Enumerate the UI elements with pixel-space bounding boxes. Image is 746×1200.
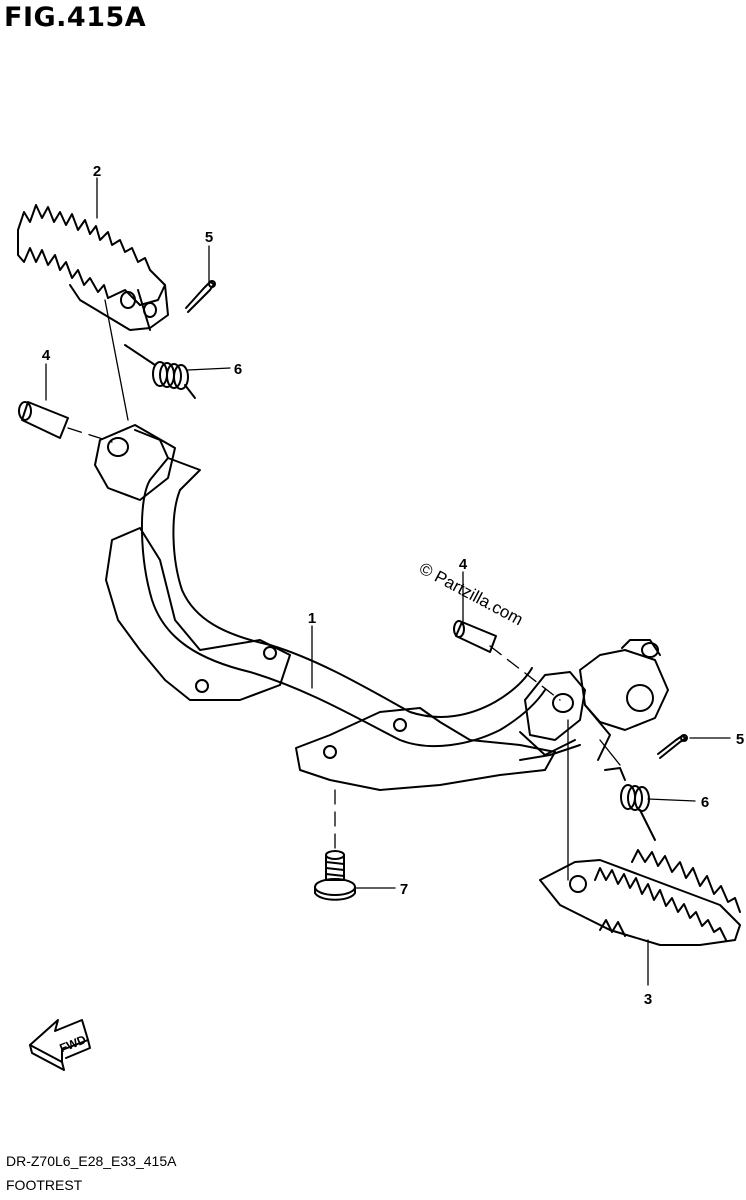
callout-part-5-left: 5: [205, 229, 213, 246]
footrest-bracket-part-1: [94, 424, 669, 791]
callout-part-1: 1: [308, 610, 316, 627]
leader-lines: [45, 177, 731, 986]
cotter-pin-part-5-right: [657, 734, 688, 759]
figure-title: FIG.415A: [4, 2, 147, 33]
diagram-code: DR-Z70L6_E28_E33_415A: [6, 1153, 177, 1169]
callout-part-7: 7: [400, 881, 408, 898]
pin-part-4-right: [453, 620, 497, 653]
right-footpeg-part-3: [539, 849, 741, 946]
fwd-arrow-icon: [29, 1019, 91, 1071]
watermark: © Partzilla.com: [416, 559, 526, 630]
bolt-part-7: [314, 850, 356, 901]
spring-part-6-right: [604, 767, 656, 841]
callout-part-6-left: 6: [234, 361, 242, 378]
pin-part-4-left: [18, 401, 69, 439]
section-name: FOOTREST: [6, 1177, 83, 1193]
callout-part-5-right: 5: [736, 731, 744, 748]
left-footpeg-part-2: [17, 204, 169, 331]
assembly-guide-lines: [67, 427, 561, 851]
spring-part-6-left: [124, 344, 196, 399]
alignment-lines: [104, 299, 621, 881]
callout-part-4-right: 4: [459, 556, 468, 573]
callout-part-6-right: 6: [701, 794, 709, 811]
callout-part-2: 2: [93, 163, 101, 180]
callout-part-3: 3: [644, 991, 652, 1008]
callout-part-4-left: 4: [42, 347, 51, 364]
cotter-pin-part-5-left: [185, 280, 216, 313]
